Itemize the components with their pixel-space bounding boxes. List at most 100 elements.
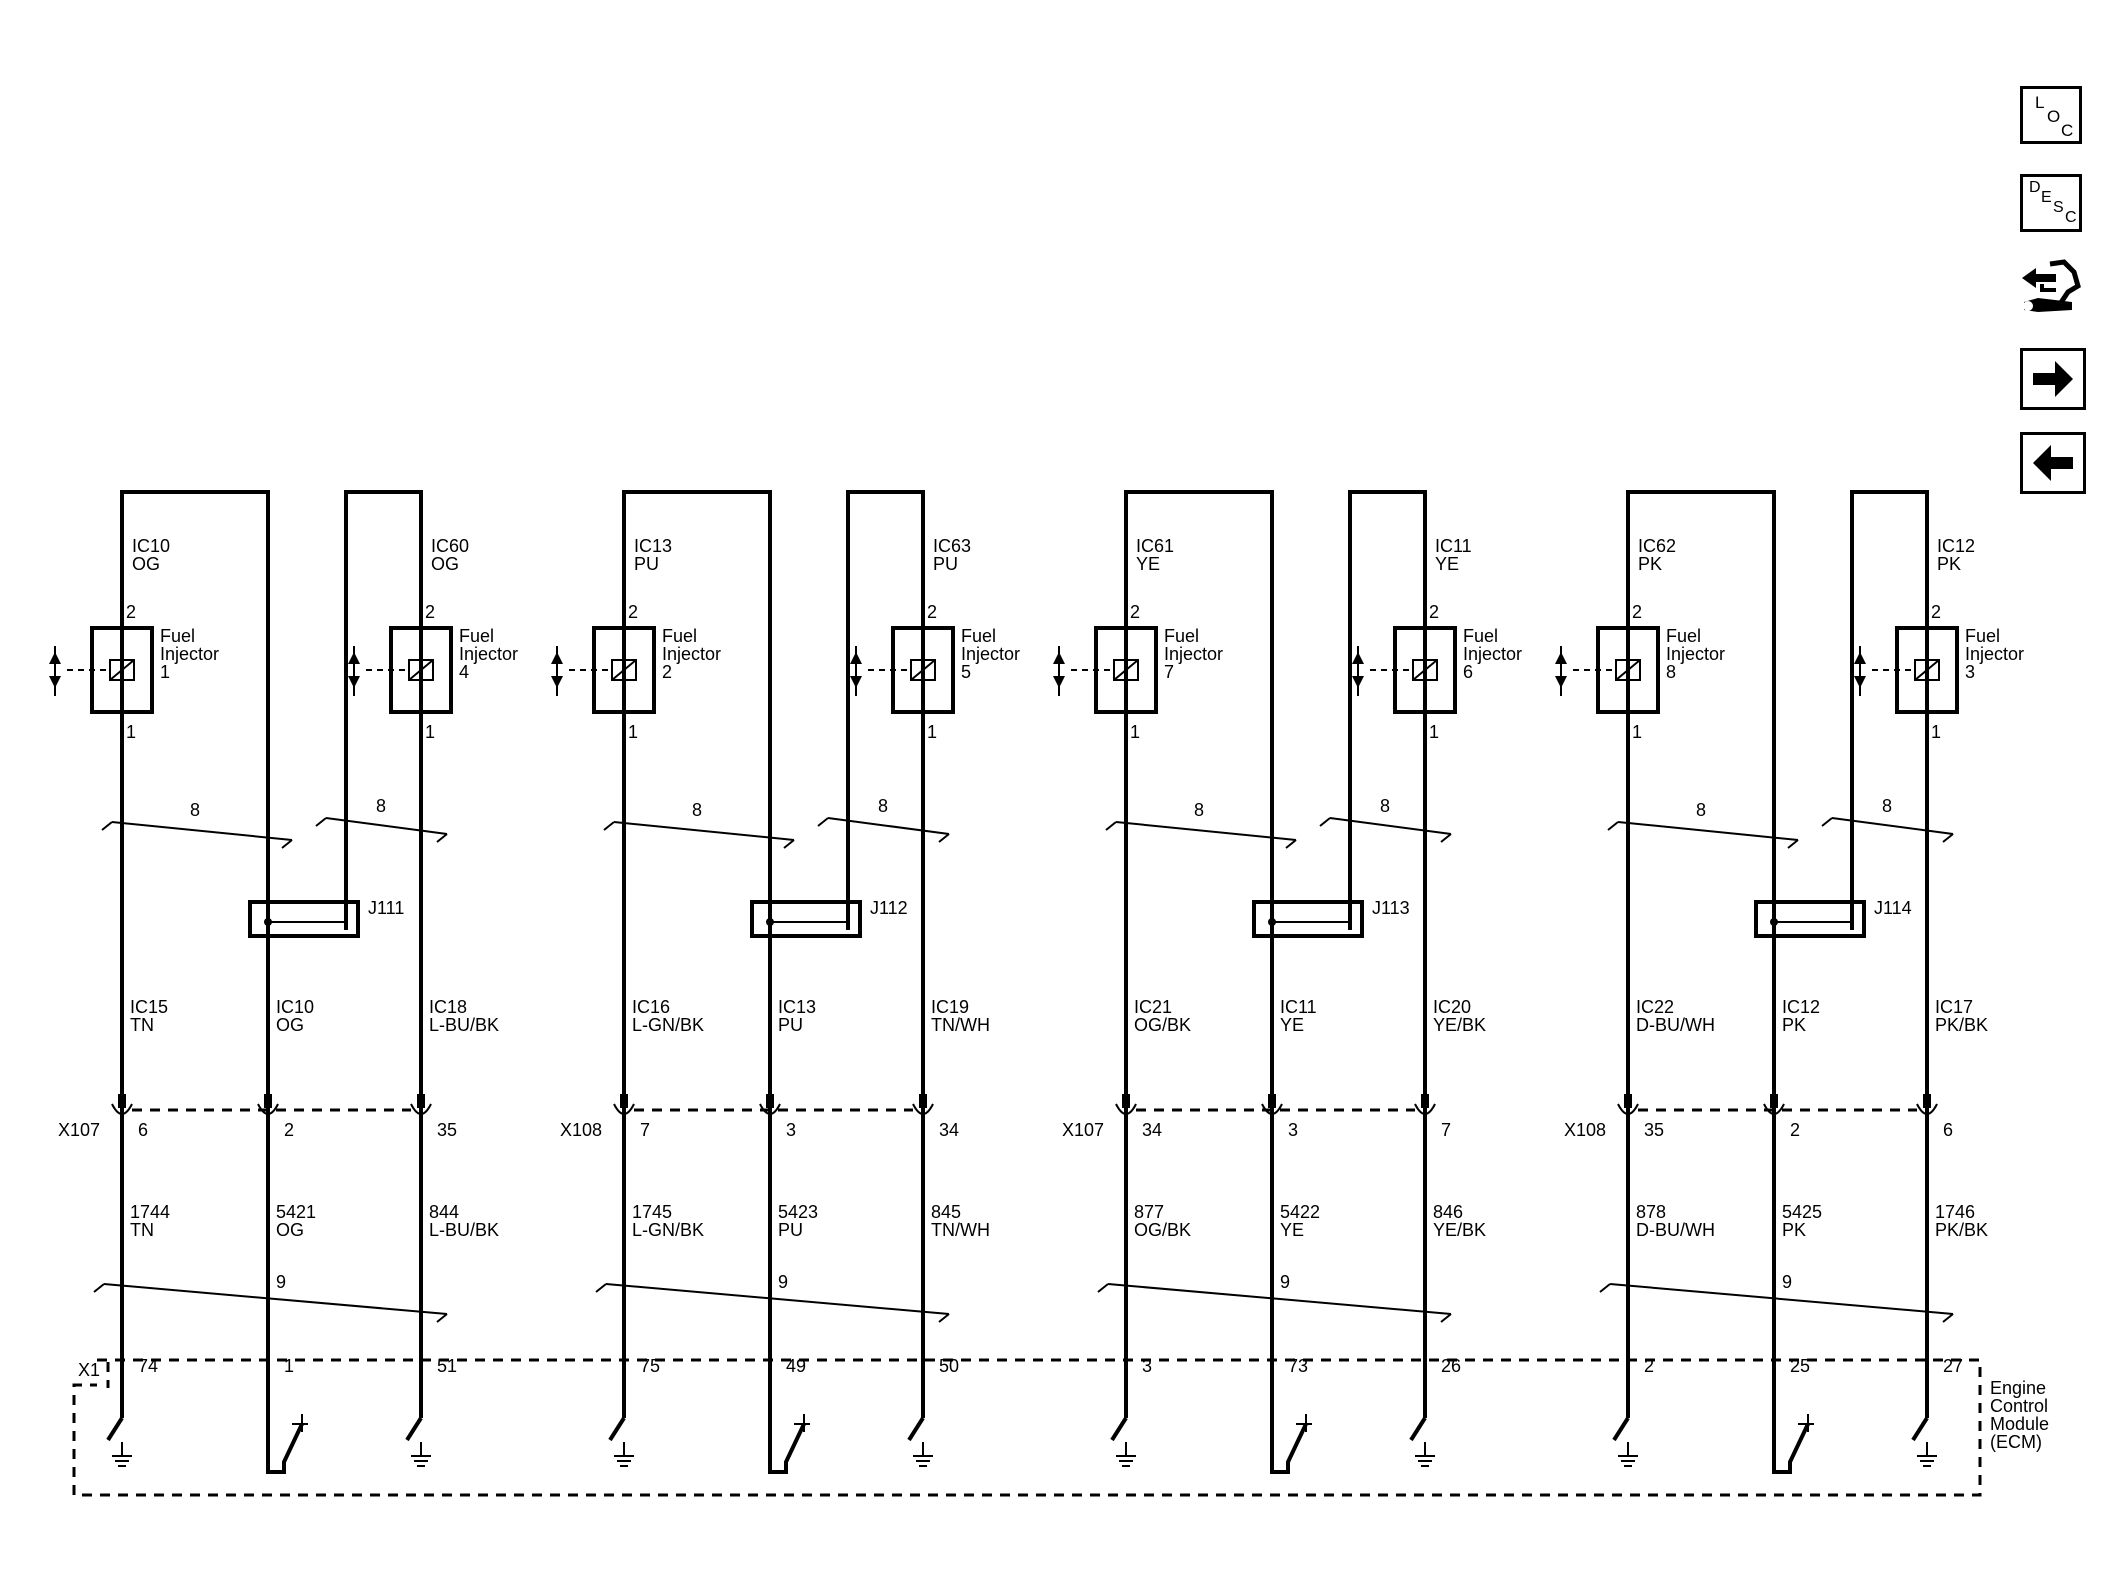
injector-pin-top: 2 [1632,602,1642,622]
solenoid-coil [408,659,434,681]
connector-cup [1115,1103,1137,1115]
twist-hook-right [1787,839,1799,849]
twisted-pair-a: 8 [603,800,795,849]
twist-line [325,817,448,835]
mid-circuit-color: YE/BK [1433,1015,1486,1035]
switch-blade [608,1416,626,1442]
ecm-return-switch [266,1395,308,1474]
connector-pin: 3 [786,1120,796,1140]
injector-pin-bottom: 1 [628,722,638,742]
connector-cup [1763,1103,1785,1115]
mid-circuit-number: IC21 [1134,997,1172,1017]
mid-circuit-number: IC18 [429,997,467,1017]
connector-cup [759,1103,781,1115]
ecm-return-switch [1772,1395,1814,1474]
injector-circuit-color: YE [1435,554,1459,574]
low-circuit-color: YE/BK [1433,1220,1486,1240]
ecm-driver-b [405,1395,431,1467]
connector-cup [1617,1103,1639,1115]
injector-label-line2: Injector [160,644,219,664]
injector-label-line2: Injector [961,644,1020,664]
twist-hook-right [1440,1313,1452,1323]
mid-circuit-number: IC12 [1782,997,1820,1017]
mid-circuit-number: IC15 [130,997,168,1017]
twist-hook-left [1599,1283,1611,1293]
twisted-bundle: 9 [1097,1272,1452,1323]
mid-circuit-color: OG [276,1015,304,1035]
low-circuit-number: 877 [1134,1202,1164,1222]
low-circuit-number: 5421 [276,1202,316,1222]
arrow-left-icon [2033,445,2073,481]
harness-connector-label: X108 [1564,1120,1606,1140]
mid-circuit-color: TN/WH [931,1015,990,1035]
splice-body [1754,900,1866,938]
next-page-button[interactable] [2020,348,2086,410]
ecm-driver-b [907,1395,933,1467]
low-circuit-number: 1746 [1935,1202,1975,1222]
mid-circuit-number: IC19 [931,997,969,1017]
injector-number: 2 [662,662,672,682]
low-circuit-number: 5425 [1782,1202,1822,1222]
twist-hook-right [938,1313,950,1323]
connector-pin: 7 [1441,1120,1451,1140]
twist-line [1115,821,1297,841]
previous-page-button[interactable] [2020,432,2086,494]
valve-arrows-icon [348,652,360,688]
low-circuit-number: 1745 [632,1202,672,1222]
injector-a-loop [120,490,270,1100]
description-button[interactable]: D E S C [2020,174,2082,232]
mid-circuit-color: PK [1782,1015,1806,1035]
valve-arrows-icon [551,652,563,688]
connector-pin: 6 [138,1120,148,1140]
low-circuit-number: 844 [429,1202,459,1222]
ecm-label-line2: Control [1990,1396,2048,1416]
valve-arrows-icon [1555,652,1567,688]
splice-label: J112 [870,898,908,918]
injector-pin-bottom: 1 [126,722,136,742]
injector-number: 1 [160,662,170,682]
ecm-pin: 1 [284,1356,294,1376]
twist-hook-left [1607,821,1619,831]
splice-pack: J112 [750,898,908,938]
twist-label: 8 [1380,796,1390,816]
twist-line [605,1283,950,1315]
connector-end-view-icon[interactable] [2016,256,2082,326]
injector-circuit-number: IC62 [1638,536,1676,556]
splice-pack: J113 [1252,898,1410,938]
low-circuit-number: 878 [1636,1202,1666,1222]
ecm-pin: 26 [1441,1356,1461,1376]
solenoid-coil [910,659,936,681]
twisted-bundle: 9 [1599,1272,1954,1323]
injector-pin-bottom: 1 [927,722,937,742]
mid-circuit-color: L-BU/BK [429,1015,499,1035]
splice-label: J114 [1874,898,1912,918]
connector-cup [111,1103,133,1115]
low-circuit-number: 1744 [130,1202,170,1222]
connector-cup [410,1103,432,1115]
harness-connector-label: X107 [1062,1120,1104,1140]
connector-cup [1414,1103,1436,1115]
connector-cup [613,1103,635,1115]
twist-line [1329,817,1452,835]
connector-pin-head [1122,1094,1130,1108]
ecm-pin: 27 [1943,1356,1963,1376]
valve-arrows-icon [1053,652,1065,688]
desc-letter-4: C [2065,209,2077,226]
injector-circuit-color: PK [1937,554,1961,574]
valve-arrows-icon [850,652,862,688]
splice-bar [1774,921,1853,930]
injector-circuit-number: IC10 [132,536,170,556]
location-button[interactable]: L O C [2020,86,2082,144]
twist-hook-right [1942,833,1954,843]
ecm-pin: 50 [939,1356,959,1376]
twist-line [1831,817,1954,835]
return-switch-path [1772,1395,1810,1474]
ecm-return-switch [768,1395,810,1474]
injector-label-line2: Injector [662,644,721,664]
twist-label: 8 [1882,796,1892,816]
twisted-pair-b: 8 [1821,796,1954,843]
injector-b-loop [344,490,423,1100]
